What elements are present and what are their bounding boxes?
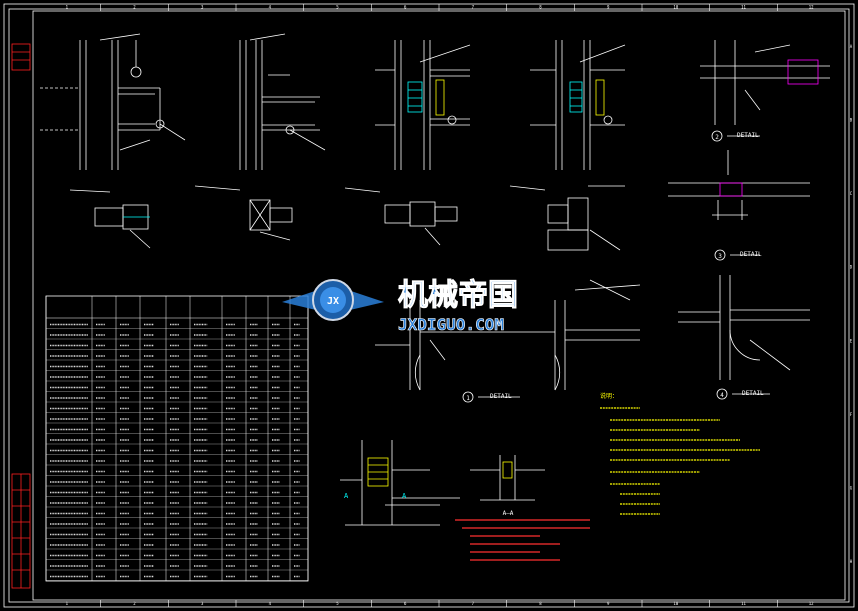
section-view-3 (344, 187, 458, 246)
section-mark-a-right: A (402, 492, 407, 500)
grid-column-label: 11 (741, 601, 746, 606)
grid-column-label: 2 (133, 601, 136, 606)
detail-1-label: DETAIL (490, 393, 512, 400)
section-aa-drawing (470, 455, 545, 501)
grid-column-label: 1 (66, 601, 69, 606)
watermark-logo (282, 279, 384, 321)
detail-4-drawing (678, 275, 810, 400)
watermark-title: 机械帝国 (398, 278, 518, 313)
grid-column-label: 8 (539, 601, 542, 606)
grid-row-label: B (850, 117, 853, 122)
grid-column-label: 4 (269, 601, 272, 606)
detail-1-number: 1 (466, 395, 470, 402)
detail-1-drawing (375, 279, 641, 403)
grid-column-label: 2 (133, 5, 136, 10)
grid-column-label: 7 (472, 601, 475, 606)
general-notes-lines (600, 407, 760, 515)
detail-2-number: 2 (715, 134, 719, 141)
title-block-left (11, 43, 31, 589)
grid-column-label: 3 (201, 5, 204, 10)
grid-column-label: 5 (336, 601, 339, 606)
h-beam-connection-detail (340, 440, 460, 526)
member-schedule-table (45, 295, 309, 582)
grid-column-label: 5 (336, 5, 339, 10)
grid-column-label: 9 (607, 5, 610, 10)
joint-elevation-4 (530, 40, 626, 170)
watermark-badge: JX (327, 296, 339, 307)
grid-column-label: 1 (66, 5, 69, 10)
notes-title: 说明： (600, 392, 618, 400)
grid-row-label: A (850, 44, 853, 49)
detail-3-drawing (668, 150, 810, 261)
section-aa-label: A—A (503, 510, 514, 517)
detail-3-label: DETAIL (740, 251, 762, 258)
section-mark-a-left: A (344, 492, 349, 500)
grid-column-label: 10 (673, 5, 678, 10)
grid-column-label: 9 (607, 601, 610, 606)
grid-column-label: 12 (809, 601, 814, 606)
grid-column-label: 10 (673, 601, 678, 606)
grid-row-label: D (850, 265, 853, 270)
grid-row-label: C (850, 191, 853, 196)
grid-column-label: 6 (404, 601, 407, 606)
grid-row-label: H (850, 559, 853, 564)
grid-column-label: 4 (269, 5, 272, 10)
detail-4-label: DETAIL (742, 390, 764, 397)
grid-column-label: 12 (809, 5, 814, 10)
red-notes-block (455, 519, 590, 561)
section-view-2 (194, 185, 293, 241)
detail-2-drawing (700, 40, 830, 142)
grid-row-label: E (850, 338, 853, 343)
grid-row-label: G (850, 486, 853, 491)
detail-3-number: 3 (718, 253, 722, 260)
grid-row-label: F (850, 412, 853, 417)
joint-elevation-2 (239, 33, 326, 170)
grid-column-label: 7 (472, 5, 475, 10)
grid-column-label: 6 (404, 5, 407, 10)
joint-elevation-3 (375, 40, 471, 170)
section-view-4 (509, 185, 625, 251)
grid-column-label: 11 (741, 5, 746, 10)
detail-2-label: DETAIL (737, 132, 759, 139)
section-view-1 (69, 189, 151, 249)
grid-column-label: 8 (539, 5, 542, 10)
grid-column-label: 3 (201, 601, 204, 606)
watermark-subtitle: JXDIGUO.COM (398, 315, 504, 334)
detail-4-number: 4 (720, 392, 724, 399)
joint-elevation-1 (40, 33, 186, 170)
